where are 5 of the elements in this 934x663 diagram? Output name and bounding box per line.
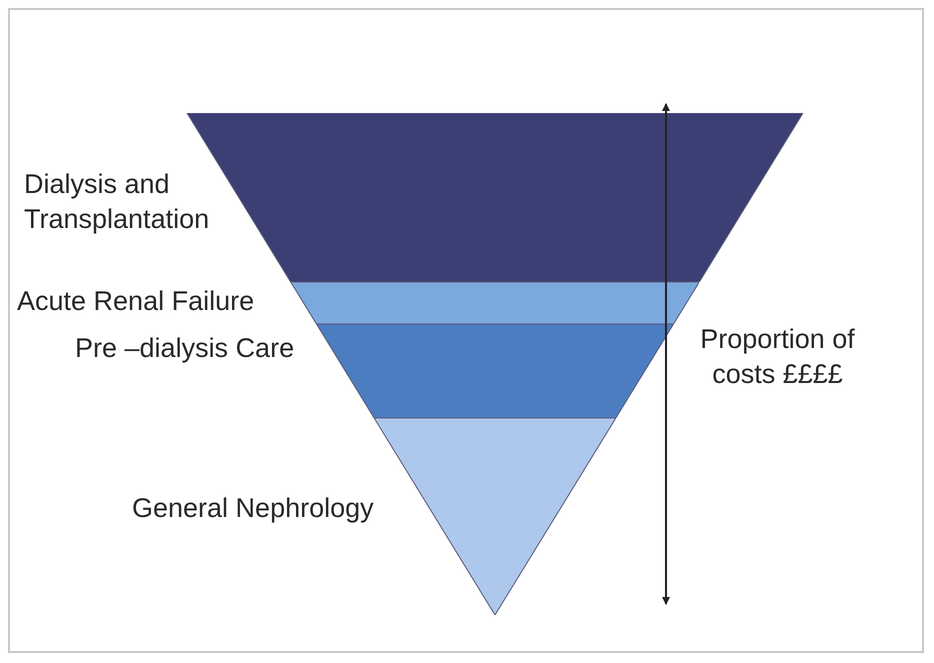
band-label: Pre –dialysis Care	[75, 332, 294, 365]
band-label: Dialysis and Transplantation	[24, 168, 210, 236]
axis-label: Proportion of costs ££££	[699, 323, 856, 391]
band-label: Acute Renal Failure	[17, 285, 254, 318]
band-label: General Nephrology	[132, 492, 374, 525]
